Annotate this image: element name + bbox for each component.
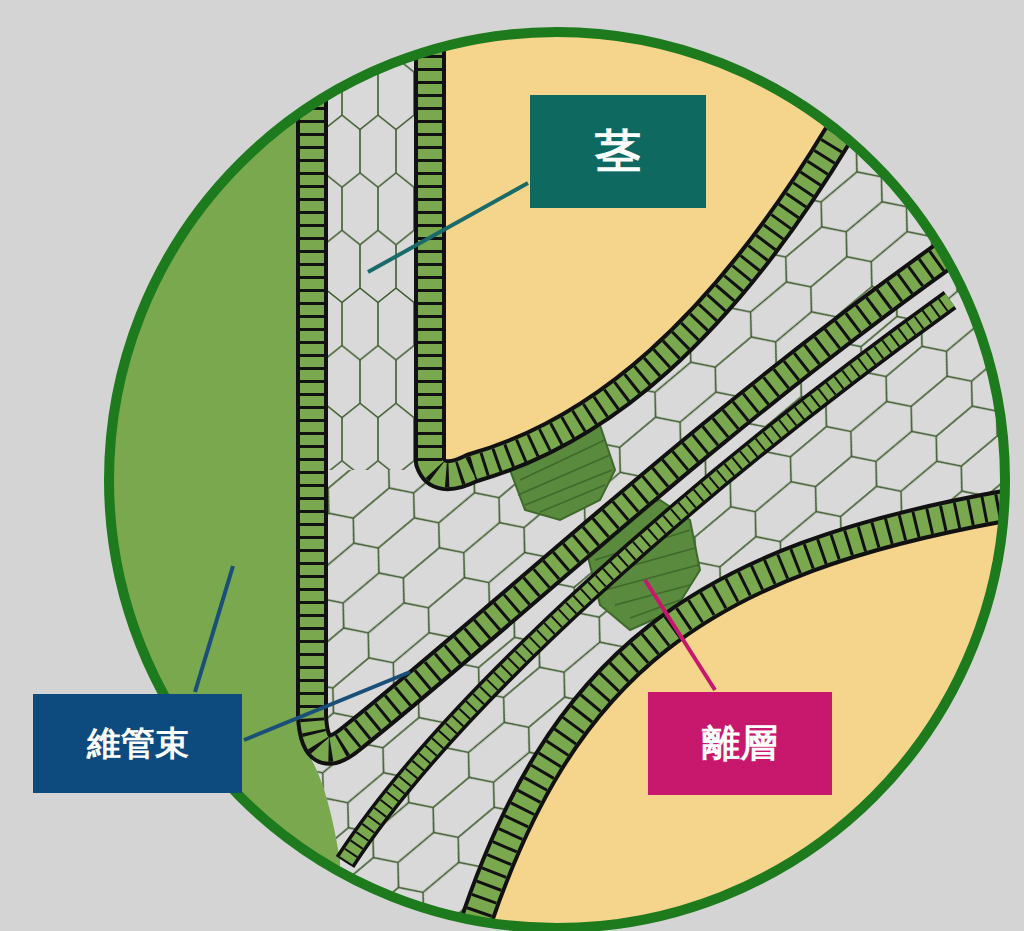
view-circle [109,32,1005,928]
leader-line [244,672,410,740]
vascular-bundles [312,0,1010,931]
label-box: 離層 [648,692,832,795]
label-box: 茎 [530,95,706,208]
label-text: 維管束 [87,721,189,767]
leader-line [195,566,233,692]
leader-line [368,183,528,272]
label-text: 茎 [595,121,641,183]
label-text: 離層 [702,718,778,769]
label-box: 維管束 [33,694,242,793]
leader-line [645,580,715,690]
